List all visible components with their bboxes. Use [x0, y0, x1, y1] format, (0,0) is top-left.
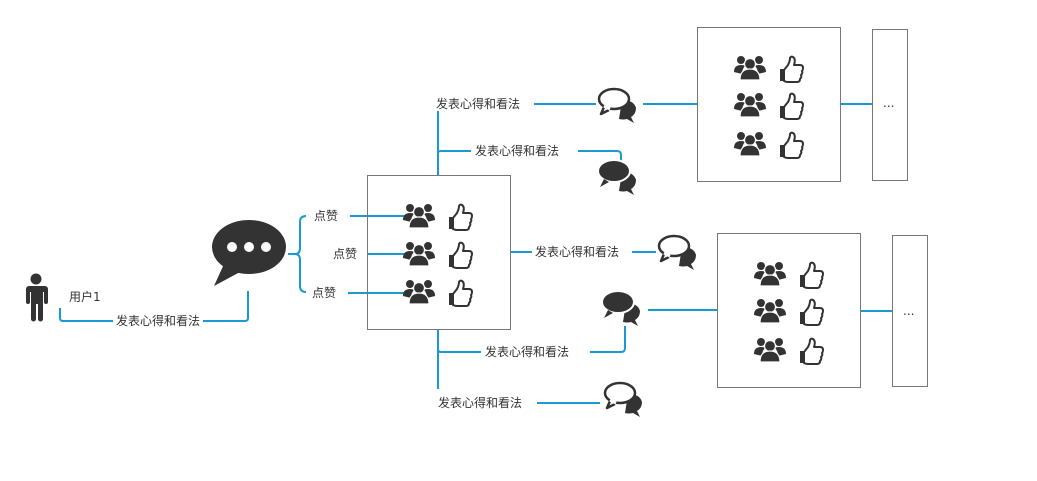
continuation-box-top: ...: [872, 29, 908, 181]
comment-label: 发表心得和看法: [435, 396, 526, 410]
like-label: 点赞: [309, 286, 340, 300]
chat-bubbles-outline-icon: [603, 381, 644, 419]
ellipsis-text: ...: [903, 304, 915, 318]
group-box-main: [367, 175, 511, 330]
ellipsis-text: ...: [883, 96, 895, 110]
connectors: [59, 103, 893, 404]
chat-bubbles-outline-icon: [597, 87, 638, 125]
brace: [294, 215, 307, 293]
like-label: 点赞: [330, 247, 361, 261]
chat-bubbles-filled-icon: [597, 159, 637, 196]
group-box-top: [697, 27, 841, 182]
chat-bubbles-filled-icon: [601, 290, 641, 327]
connector-box-up: [437, 119, 622, 175]
person-icon: [26, 273, 48, 322]
comment-label: 发表心得和看法: [472, 144, 563, 158]
continuation-box-bottom: ...: [892, 235, 928, 387]
like-label: 点赞: [311, 209, 342, 223]
group-box-bottom: [717, 233, 861, 388]
user-label: 用户1: [69, 290, 101, 304]
connector-box-down: [437, 326, 626, 389]
comment-label: 发表心得和看法: [433, 97, 524, 111]
comment-label: 发表心得和看法: [532, 245, 623, 259]
comment-label: 发表心得和看法: [482, 345, 573, 359]
chat-bubbles-outline-icon: [657, 234, 698, 272]
edge-label-post: 发表心得和看法: [113, 314, 204, 328]
speech-bubble-dots-icon: [212, 220, 286, 286]
